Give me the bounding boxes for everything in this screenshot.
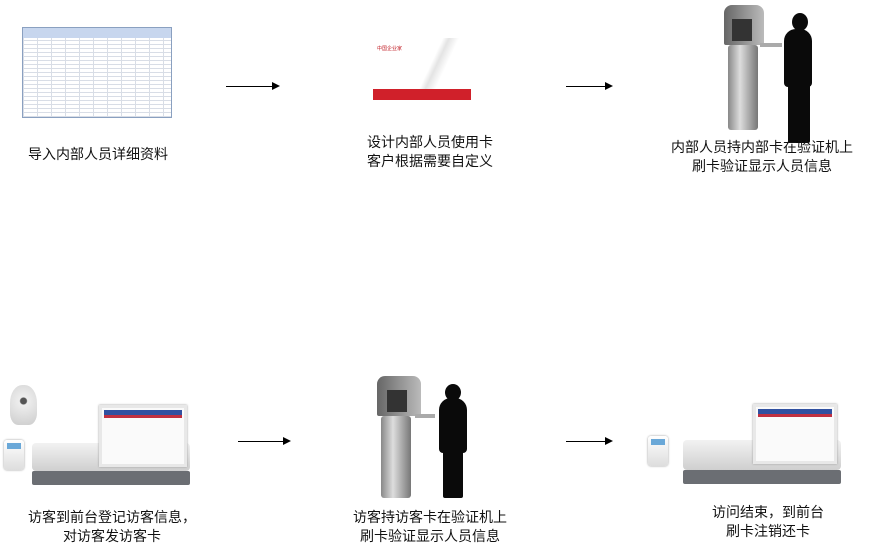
camera-icon (10, 385, 37, 425)
step-5-caption: 访客持访客卡在验证机上刷卡验证显示人员信息 (353, 509, 507, 547)
arrow-icon (566, 437, 613, 445)
caption-line: 设计内部人员使用卡 (367, 135, 493, 151)
caption-line: 客户根据需要自定义 (367, 154, 493, 170)
card-red-strip (373, 89, 471, 100)
caption-line: 访客到前台登记访客信息， (28, 510, 196, 526)
card-design-image: 中国企业家 (373, 38, 471, 100)
arrow-icon (226, 82, 280, 90)
card-logo: 中国企业家 (377, 46, 403, 52)
step-2-caption: 设计内部人员使用卡客户根据需要自定义 (367, 134, 493, 172)
caption-line: 刷卡验证显示人员信息 (360, 529, 500, 545)
step-4-caption: 访客到前台登记访客信息， 对访客发访客卡 (28, 509, 196, 547)
step-3-caption: 内部人员持内部卡在验证机上刷卡验证显示人员信息 (671, 139, 853, 177)
caption-line: 访问结束，到前台 (712, 505, 824, 521)
step-1-caption: 导入内部人员详细资料 (28, 146, 168, 165)
card-reader-icon (4, 440, 24, 470)
caption-line: 访客持访客卡在验证机上 (353, 510, 507, 526)
caption-line: 对访客发访客卡 (63, 529, 161, 545)
kiosk-guard-image (373, 376, 473, 501)
arrow-icon (238, 437, 291, 445)
card-reader-icon (648, 436, 668, 466)
front-desk-machine-image (2, 383, 192, 488)
caption-line: 内部人员持内部卡在验证机上 (671, 140, 853, 156)
kiosk-guard-image (720, 5, 815, 145)
spreadsheet-image (22, 27, 172, 118)
front-desk-reader-image (645, 400, 845, 490)
step-6-caption: 访问结束，到前台刷卡注销还卡 (712, 504, 824, 542)
arrow-icon (566, 82, 613, 90)
caption-line: 导入内部人员详细资料 (28, 147, 168, 163)
caption-line: 刷卡注销还卡 (726, 524, 810, 540)
caption-line: 刷卡验证显示人员信息 (692, 159, 832, 175)
